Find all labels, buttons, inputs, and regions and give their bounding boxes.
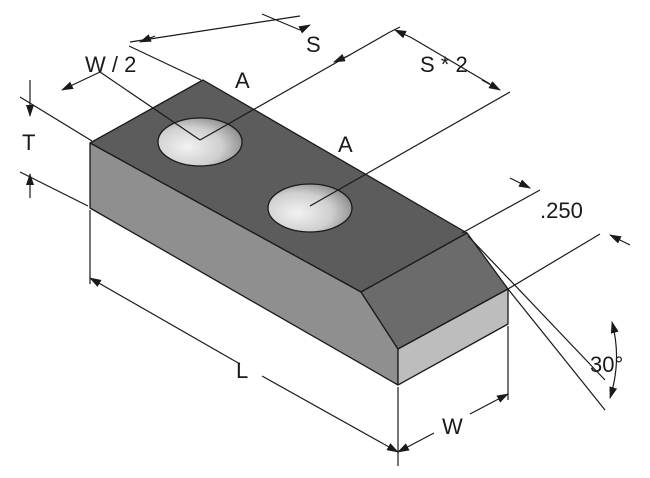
dim-angle bbox=[467, 235, 619, 411]
label-w: W bbox=[442, 414, 463, 439]
dim-chamfer bbox=[461, 177, 631, 290]
dim-s2 bbox=[309, 29, 511, 207]
end-face bbox=[397, 288, 509, 386]
label-a-2: A bbox=[338, 132, 353, 157]
dim-t bbox=[19, 80, 89, 207]
dim-s bbox=[129, 13, 401, 141]
label-w-half: W / 2 bbox=[85, 52, 136, 77]
label-l: L bbox=[236, 358, 248, 383]
label-s: S bbox=[306, 32, 321, 57]
label-s2: S * 2 bbox=[420, 52, 468, 77]
label-angle: 30° bbox=[590, 352, 623, 377]
label-t: T bbox=[22, 130, 35, 155]
label-chamfer: .250 bbox=[540, 198, 583, 223]
label-a-1: A bbox=[235, 68, 250, 93]
dim-l bbox=[89, 210, 399, 466]
hole-1 bbox=[157, 117, 243, 167]
dim-w bbox=[397, 326, 509, 453]
dim-w-half bbox=[19, 34, 202, 142]
hole-2 bbox=[267, 183, 353, 233]
